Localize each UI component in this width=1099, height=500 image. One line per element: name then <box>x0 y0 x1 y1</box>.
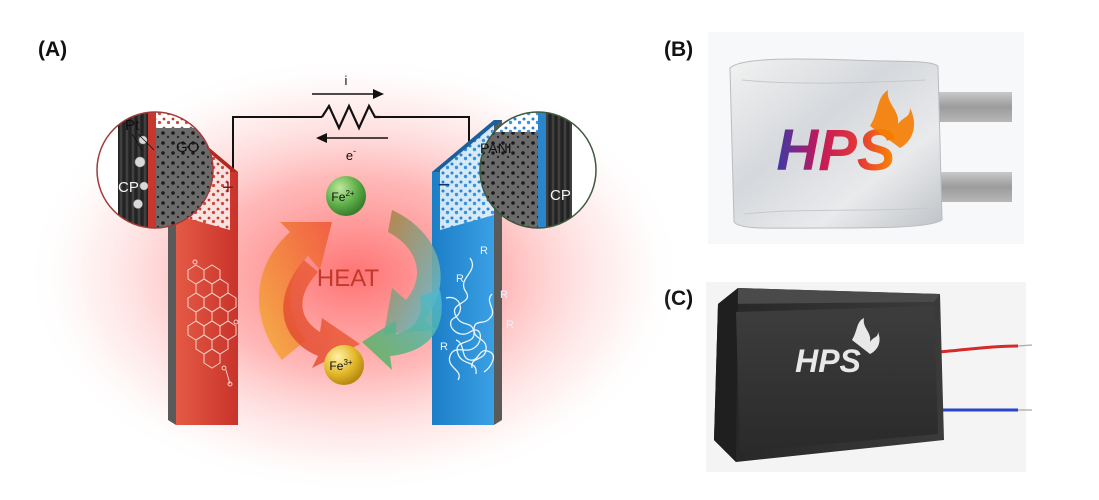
polymer-group-1: R <box>480 245 488 257</box>
polyaniline-chains <box>445 257 494 381</box>
flame-icon <box>870 90 915 148</box>
svg-text:Fe3+: Fe3+ <box>329 358 352 373</box>
module-box-photo: HPS <box>706 282 1033 472</box>
left-inset-substrate: CP <box>118 179 139 196</box>
polymer-group-4: R <box>506 319 514 331</box>
panel-label-b: (B) <box>664 38 694 61</box>
pouch-cell-photo: HPS <box>708 32 1024 244</box>
graphene-lattice <box>187 259 239 387</box>
polymer-group-5: R <box>440 341 448 353</box>
right-inset-coating: PANI <box>480 140 512 156</box>
current-label: i <box>345 73 348 88</box>
circuit-wire-left <box>232 116 322 175</box>
right-electrode: R R R R R − <box>432 120 514 425</box>
left-inset-catalyst: Pt <box>125 117 140 134</box>
left-inset-zoom: Pt GO CP <box>96 111 214 229</box>
ion-fe2: Fe2+ <box>326 176 366 216</box>
right-inset-substrate: CP <box>550 187 571 204</box>
ion-fe3: Fe3+ <box>324 345 364 385</box>
left-polarity: + <box>222 177 234 199</box>
electron-arrowhead <box>316 133 327 143</box>
polymer-group-2: R <box>456 273 464 285</box>
resistor-symbol <box>321 103 380 131</box>
polymer-group-3: R <box>500 289 508 301</box>
current-arrowhead <box>373 89 384 99</box>
left-inset-coating: GO <box>176 139 199 156</box>
module-flame-icon <box>852 318 880 354</box>
redox-cycle-arrows <box>258 210 442 370</box>
electron-label: e- <box>346 146 356 163</box>
svg-text:Fe2+: Fe2+ <box>331 189 354 204</box>
module-logo: HPS <box>795 343 861 379</box>
panel-label-a: (A) <box>38 38 68 61</box>
right-polarity: − <box>438 172 451 197</box>
heat-label: HEAT <box>317 265 380 292</box>
